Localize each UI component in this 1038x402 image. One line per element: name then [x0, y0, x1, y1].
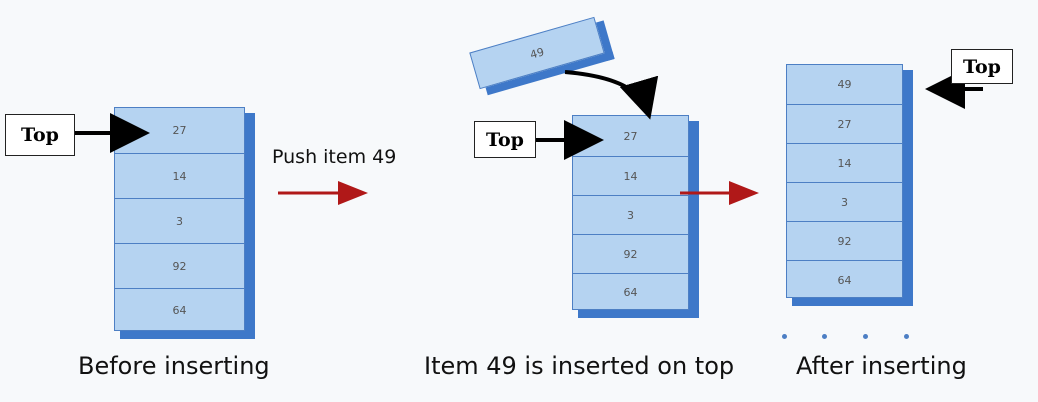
stack-cell: 3	[787, 182, 902, 221]
stack-cell: 64	[115, 288, 244, 332]
stack-bottom-shading	[792, 298, 913, 306]
stack-cell: 27	[787, 104, 902, 143]
stack-cell: 3	[115, 198, 244, 243]
insert-curve-arrow	[564, 70, 659, 120]
top-label-during: Top	[474, 121, 536, 158]
stack-cell: 64	[787, 260, 902, 299]
stack-body: 27 14 3 92 64	[572, 115, 689, 310]
stack-cell: 14	[115, 153, 244, 198]
continuation-dot	[782, 334, 787, 339]
stack-cell: 92	[573, 234, 688, 273]
stack-cell: 3	[573, 195, 688, 234]
stack-cell: 27	[172, 124, 187, 137]
stack-cell: 14	[787, 143, 902, 182]
stack-after: 49 27 14 3 92 64	[786, 64, 913, 306]
stack-side-shading	[245, 113, 255, 337]
stack-cell: 49	[837, 78, 852, 91]
continuation-dot	[863, 334, 868, 339]
stack-cell: 64	[573, 273, 688, 311]
stack-cell: 14	[573, 156, 688, 195]
stack-bottom-shading	[578, 310, 699, 318]
continuation-dot	[822, 334, 827, 339]
stack-cell: 27	[623, 129, 638, 143]
stack-side-shading	[689, 121, 699, 316]
caption-after: After inserting	[796, 352, 967, 380]
stack-body: 49 27 14 3 92 64	[786, 64, 903, 298]
caption-before: Before inserting	[78, 352, 270, 380]
caption-during: Item 49 is inserted on top	[424, 352, 735, 380]
continuation-dot	[904, 334, 909, 339]
top-label-after: Top	[951, 49, 1013, 84]
stack-bottom-shading	[120, 331, 255, 339]
stack-during: 27 14 3 92 64	[572, 115, 699, 318]
stack-side-shading	[903, 70, 913, 304]
push-label: Push item 49	[272, 146, 397, 168]
top-label-before: Top	[5, 114, 75, 156]
stack-cell: 92	[115, 243, 244, 288]
stack-cell: 92	[787, 221, 902, 260]
